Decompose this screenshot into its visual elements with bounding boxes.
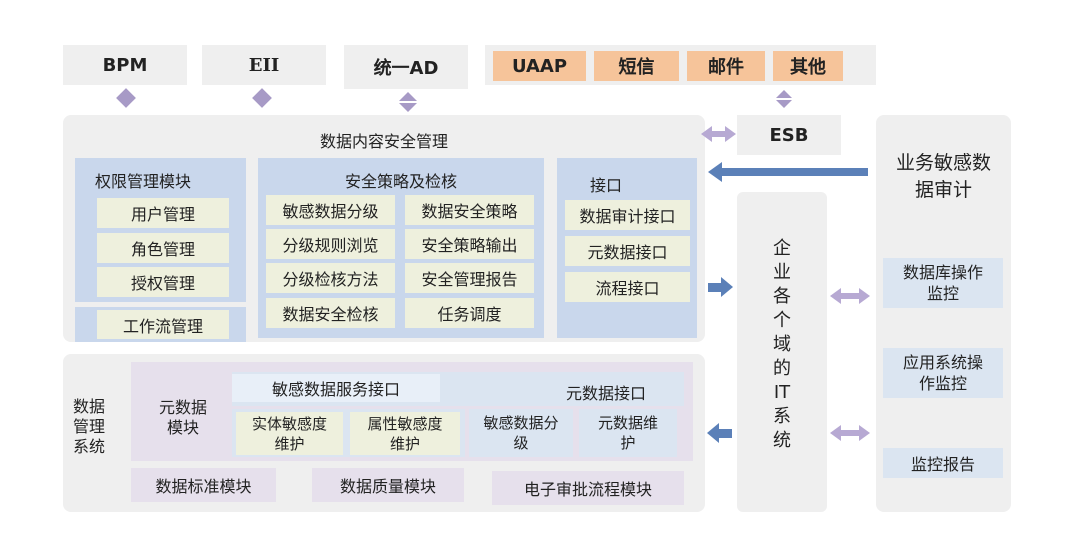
meta-cell: 实体敏感度维护 [236,412,343,455]
interface-title: 接口 [590,176,623,195]
eii-box: EII [202,45,326,85]
interface-item: 流程接口 [565,272,690,302]
policy-item: 数据安全检核 [266,298,395,328]
interface-item: 元数据接口 [565,236,690,266]
right-arrow-icon [708,277,733,297]
perm-item-auth: 授权管理 [97,267,229,297]
perm-title: 权限管理模块 [95,172,192,191]
left-arrow-icon [708,162,868,182]
down-arrow-icon [399,103,417,112]
down-arrow-icon [776,100,792,108]
audit-panel [876,115,1011,512]
ad-box: 统一AD [344,45,468,89]
policy-item: 安全管理报告 [405,263,534,293]
up-arrow-icon [776,90,792,98]
audit-title: 业务敏感数 据审计 [895,152,991,201]
policy-item: 分级检核方法 [266,263,395,293]
meta-cell: 敏感数据分级 [469,409,573,457]
security-title: 数据内容安全管理 [319,132,448,151]
std-module: 数据标准模块 [131,468,276,502]
policy-item: 分级规则浏览 [266,229,395,259]
uaap-box: UAAP [493,51,586,81]
left-arrow-icon [707,423,732,443]
db-monitor: 数据库操作监控 [883,258,1003,308]
esb-box: ESB [737,115,841,155]
sms-box: 短信 [594,51,679,81]
app-monitor: 应用系统操作监控 [883,348,1003,398]
meta-cell: 元数据维护 [579,409,677,457]
it-systems-box [737,192,827,512]
meta-iface-label: 元数据接口 [566,384,647,403]
policy-title: 安全策略及检核 [344,172,457,191]
policy-item: 任务调度 [405,298,534,328]
policy-item: 数据安全策略 [405,195,534,225]
perm-item-users: 用户管理 [97,198,229,228]
other-box: 其他 [773,51,843,81]
approval-module: 电子审批流程模块 [492,471,684,505]
policy-item: 敏感数据分级 [266,195,395,225]
quality-module: 数据质量模块 [312,468,464,502]
bpm-box: BPM [63,45,187,85]
double-arrow-icon [701,126,736,142]
interface-item: 数据审计接口 [565,200,690,230]
double-arrow-icon [830,425,870,441]
it-systems-label: 企 业 各 个 域 的 IT 系 统 [773,238,791,451]
monitor-report: 监控报告 [883,448,1003,478]
workflow-item: 工作流管理 [97,310,229,339]
policy-item: 安全策略输出 [405,229,534,259]
meta-cell: 属性敏感度维护 [350,412,460,455]
sens-iface: 敏感数据服务接口 [232,374,440,402]
double-arrow-icon [830,288,870,304]
mail-box: 邮件 [687,51,765,81]
meta-module-title: 元数据 模块 [158,398,207,437]
mgmt-title: 数据 管理 系统 [73,397,106,456]
perm-item-roles: 角色管理 [97,233,229,263]
up-arrow-icon [399,92,417,101]
